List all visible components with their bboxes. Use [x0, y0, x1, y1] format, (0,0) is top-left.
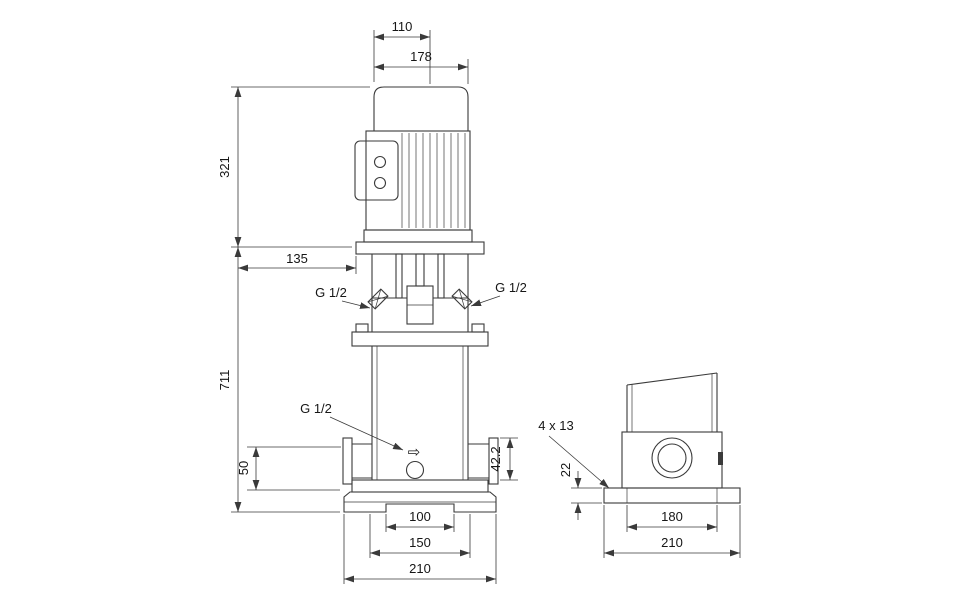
g12-drain-label: G 1/2	[300, 401, 332, 416]
flow-direction-icon: ⇨	[408, 444, 421, 461]
dim-50: 50	[236, 446, 341, 491]
discharge-port	[468, 437, 499, 485]
dim-110-label: 110	[392, 19, 413, 34]
side-sleeve	[626, 372, 718, 432]
side-base-plate	[603, 487, 741, 504]
side-view	[603, 372, 741, 504]
pump-sleeve	[371, 346, 469, 480]
pump-head	[367, 253, 473, 332]
label-g12-top-left: G 1/2	[315, 285, 371, 309]
dim-321-label: 321	[217, 156, 232, 178]
motor-flange	[363, 229, 473, 243]
side-port-inner	[657, 443, 687, 473]
staybolt-right	[437, 253, 445, 299]
dim-42-2: 42.2	[488, 437, 518, 481]
motor	[354, 86, 473, 243]
side-plug	[718, 452, 723, 465]
front-view: ⇨	[342, 86, 499, 513]
g12-plug-right	[451, 288, 473, 310]
flange-nut-right	[471, 323, 485, 333]
cable-entry-bottom	[373, 176, 387, 190]
dim-210-side: 210	[603, 505, 741, 558]
dim-135: 135	[238, 251, 357, 274]
g12-top-left-label: G 1/2	[315, 285, 347, 300]
side-port-outer	[651, 437, 693, 479]
dim-22-label: 22	[558, 463, 573, 477]
label-bolt-holes: 4 x 13	[538, 418, 610, 489]
dim-110: 110	[373, 19, 431, 84]
dim-178-label: 178	[410, 49, 432, 64]
dim-180-label: 180	[661, 509, 683, 524]
staybolt-left	[395, 253, 403, 299]
flange-nut-left	[355, 323, 369, 333]
label-g12-drain: G 1/2	[300, 401, 404, 451]
suction-port	[342, 437, 372, 485]
g12-top-right-label: G 1/2	[495, 280, 527, 295]
dim-22: 22	[558, 463, 602, 520]
dim-100: 100	[385, 509, 455, 532]
dim-180: 180	[626, 505, 718, 532]
dim-210-front: 210	[343, 514, 497, 584]
discharge-flange	[488, 437, 499, 485]
dim-150-label: 150	[409, 535, 431, 550]
dim-150: 150	[369, 514, 471, 558]
pump-base	[343, 491, 497, 513]
sleeve-top-flange	[351, 331, 489, 347]
label-g12-top-right: G 1/2	[470, 280, 527, 307]
dimensions: 110 178 321 711 135 G 1/2 G 1/2	[217, 19, 741, 584]
dim-135-label: 135	[286, 251, 308, 266]
motor-stool-plate	[355, 241, 485, 255]
motor-fan-cover	[373, 86, 469, 132]
sleeve-bottom-flange	[351, 479, 489, 493]
g12-plug-left	[367, 288, 389, 310]
motor-body	[365, 130, 471, 231]
dim-210-side-label: 210	[661, 535, 683, 550]
dim-50-label: 50	[236, 461, 251, 475]
dim-321-711: 321 711	[217, 86, 370, 513]
dim-210-front-label: 210	[409, 561, 431, 576]
dim-178: 178	[374, 49, 469, 84]
cable-entry-top	[373, 155, 387, 169]
bolt-holes-label: 4 x 13	[538, 418, 573, 433]
break-line	[626, 372, 718, 386]
drain-plug	[405, 460, 425, 480]
side-housing	[621, 431, 723, 489]
suction-flange	[342, 437, 353, 485]
motor-cooling-fins	[401, 133, 466, 228]
dim-711-label: 711	[217, 370, 232, 391]
dim-42-2-label: 42.2	[488, 446, 503, 471]
pump-shaft	[415, 253, 425, 287]
terminal-box	[354, 140, 399, 201]
dim-100-label: 100	[409, 509, 431, 524]
